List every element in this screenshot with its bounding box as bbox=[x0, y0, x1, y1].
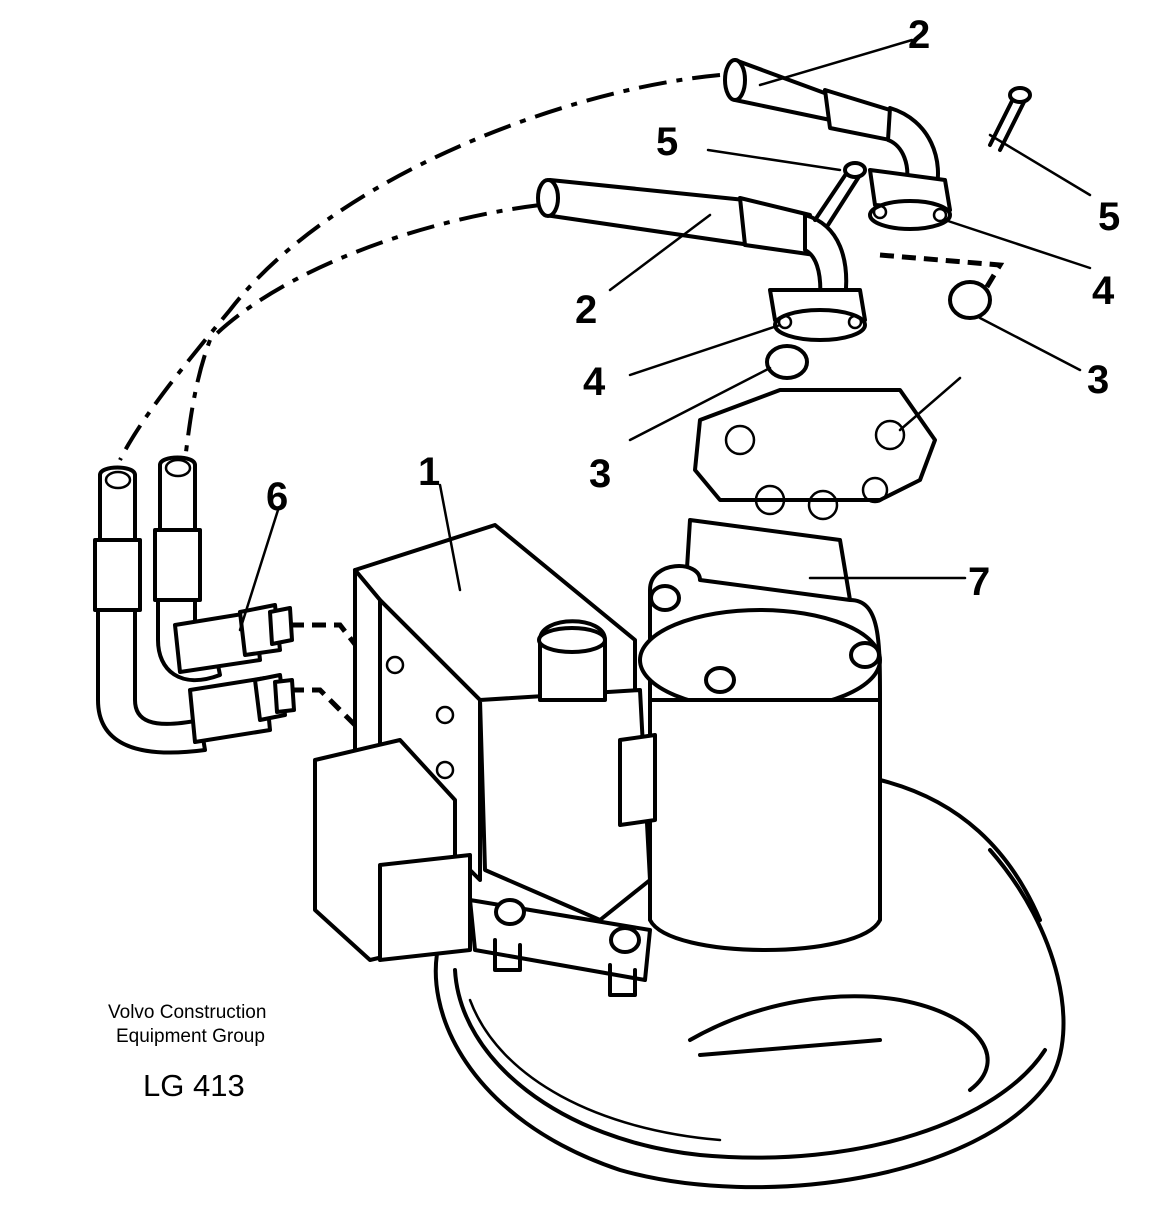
drawing-id: LG 413 bbox=[143, 1068, 245, 1103]
motor-unit bbox=[638, 388, 937, 952]
callout-5-right: 5 bbox=[1098, 195, 1120, 239]
callout-5-left: 5 bbox=[656, 120, 678, 164]
company-line-1: Volvo Construction bbox=[108, 1002, 267, 1023]
callout-4-left: 4 bbox=[583, 360, 606, 404]
company-line-2: Equipment Group bbox=[116, 1026, 265, 1047]
callout-3-left: 3 bbox=[589, 452, 611, 496]
callout-7: 7 bbox=[968, 560, 990, 604]
screw-5-right bbox=[988, 86, 1032, 152]
leader-lines bbox=[238, 38, 1092, 632]
callout-3-right: 3 bbox=[1087, 358, 1109, 402]
o-rings bbox=[765, 280, 992, 380]
hose-upper-right bbox=[723, 58, 952, 231]
mounting-plate bbox=[468, 898, 652, 997]
callout-2-upper: 2 bbox=[908, 13, 930, 57]
callout-4-right: 4 bbox=[1092, 269, 1115, 313]
base-plate bbox=[433, 778, 1066, 1190]
screw-5-left bbox=[813, 161, 867, 227]
hose-upper-left bbox=[536, 178, 867, 342]
coil-box bbox=[313, 738, 472, 962]
callout-2-lower: 2 bbox=[575, 288, 597, 332]
callout-labels: 2 5 5 4 2 3 4 3 1 6 7 bbox=[266, 13, 1120, 604]
callout-1: 1 bbox=[418, 450, 440, 494]
company-caption: Volvo Construction Equipment Group bbox=[108, 1001, 266, 1049]
callout-6: 6 bbox=[266, 475, 288, 519]
lower-hose-left bbox=[93, 465, 207, 755]
union-fitting-6 bbox=[173, 603, 296, 744]
solenoid bbox=[478, 619, 657, 922]
